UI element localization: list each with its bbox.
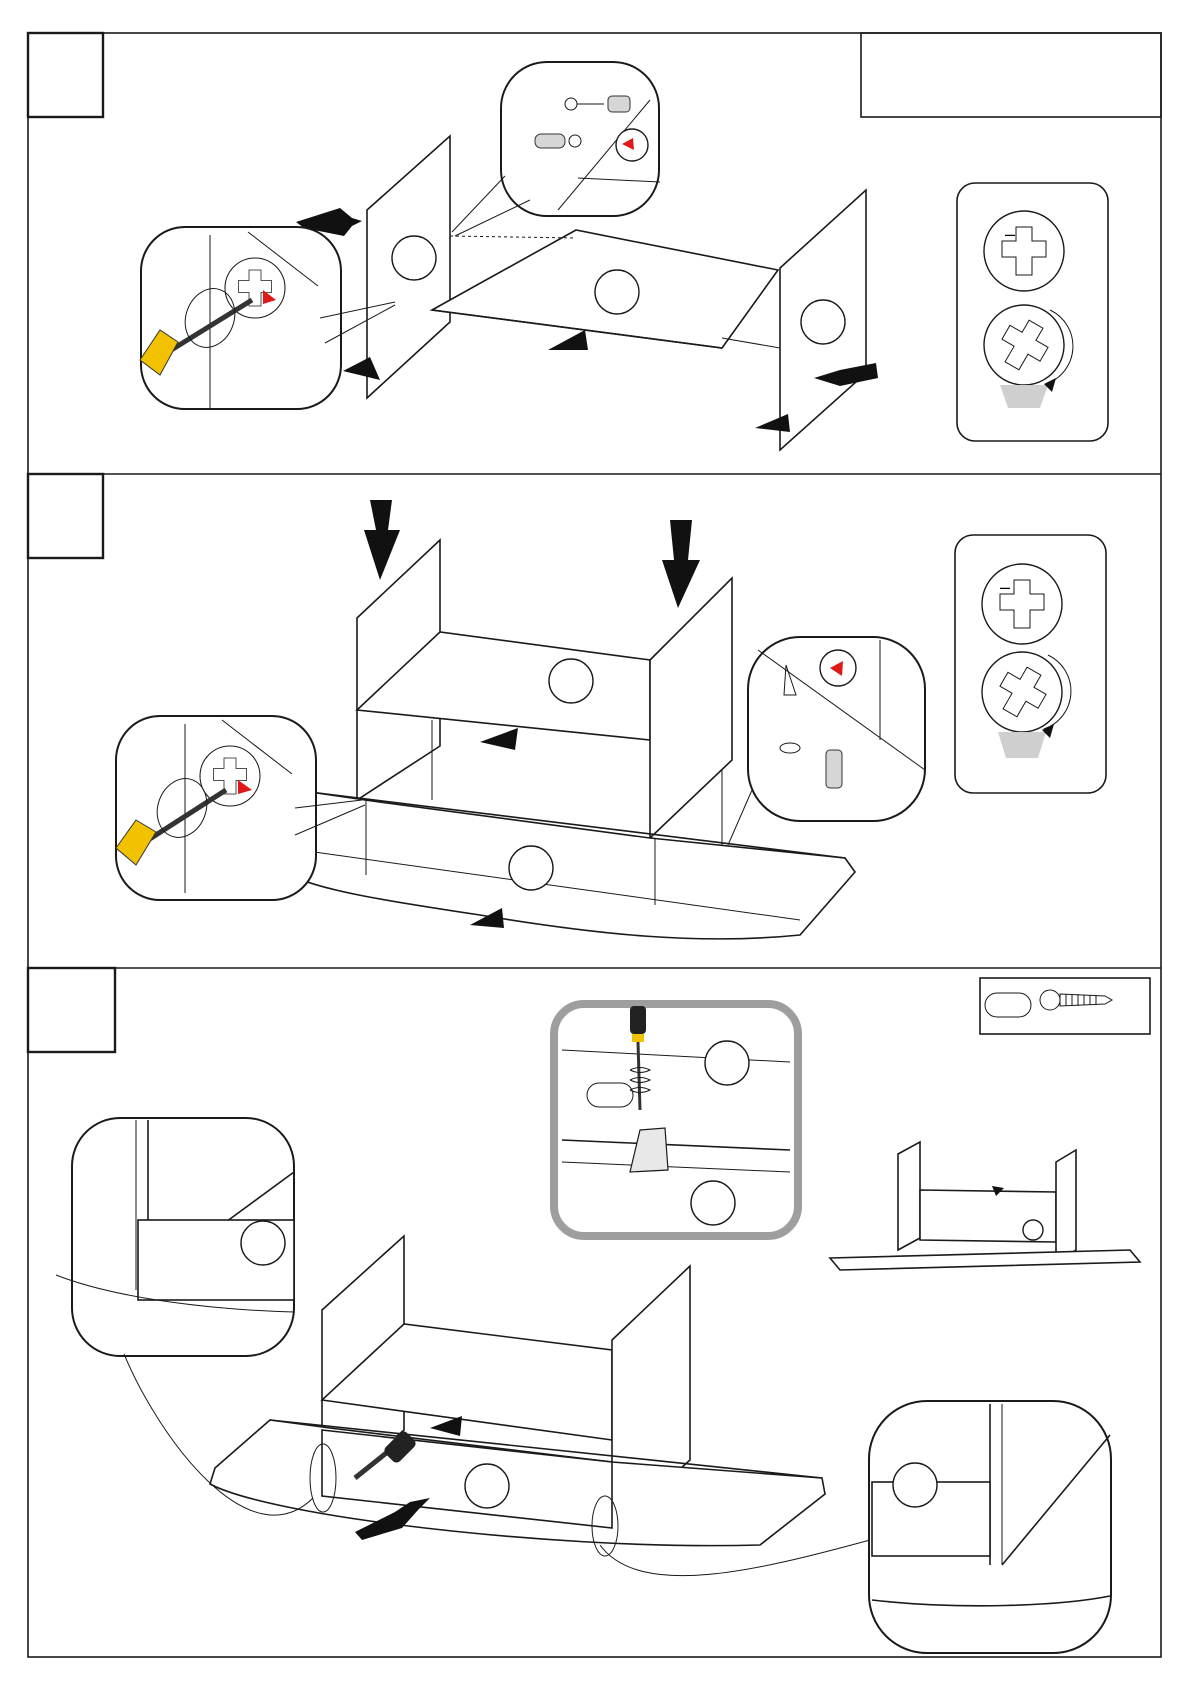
step-3-illustration <box>56 978 1150 1653</box>
minus-symbol: – <box>1000 577 1010 597</box>
overview-base <box>830 1250 1140 1270</box>
overview-right-panel <box>1056 1150 1076 1262</box>
cam-lock-icon <box>200 746 260 806</box>
cam-lock-icon <box>969 290 1078 399</box>
part-label-circle <box>241 1221 285 1265</box>
part-label-circle <box>893 1463 937 1507</box>
parts-box <box>861 33 1161 117</box>
screwdriver-detail-bubble <box>116 716 316 900</box>
direction-arrow <box>548 330 588 350</box>
down-arrow <box>364 500 400 580</box>
part-label-circle <box>705 1041 749 1085</box>
step-1-illustration: – <box>140 62 1108 450</box>
dowel-icon <box>826 750 842 788</box>
cam-lock-icon <box>984 211 1064 291</box>
step-1-number-box <box>28 33 103 117</box>
down-arrow <box>662 520 700 608</box>
cam-lock-icon <box>982 564 1062 644</box>
direction-arrow <box>755 414 790 432</box>
step-2-number-box <box>28 474 103 558</box>
part-label-circle <box>465 1464 509 1508</box>
screwdriver-detail-bubble <box>141 227 341 409</box>
direction-arrow <box>480 728 518 750</box>
screw-icon <box>1040 990 1112 1010</box>
minus-symbol: – <box>1005 224 1015 244</box>
part-label-circle <box>801 300 845 344</box>
part-label-circle <box>691 1181 735 1225</box>
part-label-circle <box>549 659 593 703</box>
step-2-illustration: – <box>116 500 1106 939</box>
part-label-circle <box>392 236 436 280</box>
overview-left-panel <box>898 1142 920 1250</box>
direction-arrow <box>430 1416 462 1436</box>
part-label-circle <box>509 846 553 890</box>
quantity-oval <box>587 1083 633 1107</box>
step-3-number-box <box>28 968 115 1052</box>
base-panel <box>290 792 855 939</box>
part-label-circle <box>595 270 639 314</box>
dowel-icon <box>535 134 565 148</box>
screwdriver-icon <box>630 1006 646 1034</box>
quantity-oval <box>985 993 1031 1017</box>
right-side-panel <box>650 578 732 838</box>
corner-bracket <box>630 1128 668 1172</box>
bracket-detail-frame <box>554 1004 798 1236</box>
cam-lock-icon <box>967 637 1076 746</box>
